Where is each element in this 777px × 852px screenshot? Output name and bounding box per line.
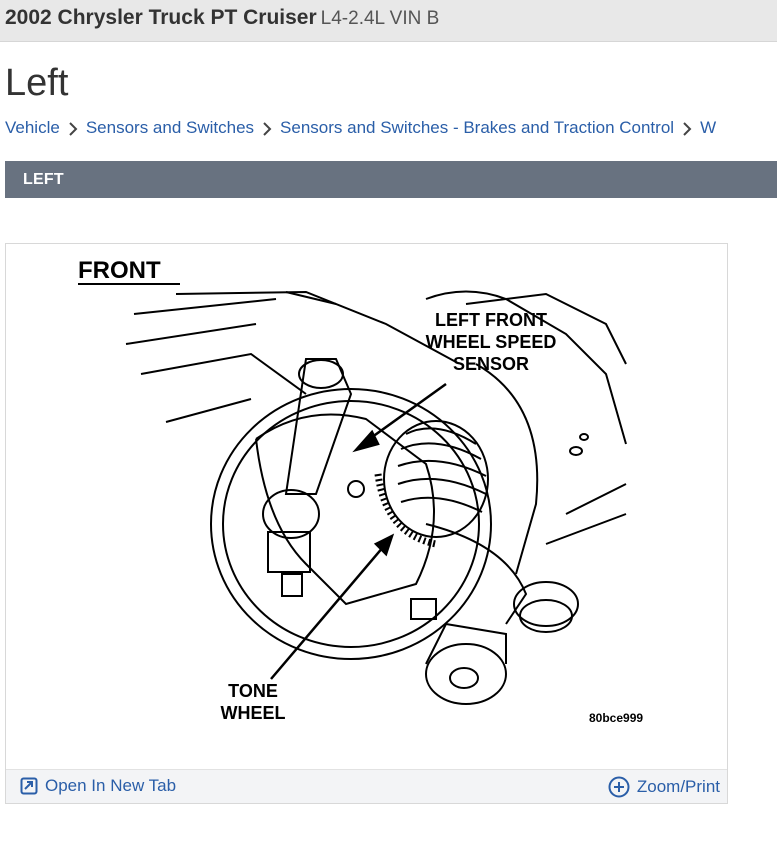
open-in-new-tab-button[interactable]: Open In New Tab <box>20 776 176 796</box>
breadcrumb-sensors-switches[interactable]: Sensors and Switches <box>85 118 255 137</box>
zoom-print-label: Zoom/Print <box>636 777 720 796</box>
breadcrumb-brakes-traction[interactable]: Sensors and Switches - Brakes and Tracti… <box>280 118 675 137</box>
chevron-right-icon <box>60 118 86 138</box>
breadcrumb-truncated[interactable]: W <box>700 118 717 137</box>
callout-sensor-line1: LEFT FRONT <box>435 310 547 330</box>
section-label: LEFT <box>23 171 64 188</box>
breadcrumb: Vehicle Sensors and Switches Sensors and… <box>5 117 716 139</box>
zoom-plus-icon <box>608 776 630 798</box>
callout-sensor-line2: WHEEL SPEED <box>426 332 557 352</box>
wheel-speed-sensor-diagram[interactable]: FRONT <box>6 244 727 769</box>
section-header: LEFT <box>5 161 777 198</box>
open-in-new-tab-label: Open In New Tab <box>45 776 177 795</box>
figure-card: FRONT <box>5 243 728 804</box>
vehicle-engine: L4-2.4L VIN B <box>320 8 440 29</box>
open-in-new-tab-icon <box>20 777 38 795</box>
callout-tone-line1: TONE <box>228 681 278 701</box>
diagram-heading: FRONT <box>78 257 161 284</box>
breadcrumb-vehicle[interactable]: Vehicle <box>5 118 60 137</box>
callout-sensor-line3: SENSOR <box>453 354 529 374</box>
callout-tone-line2: WHEEL <box>221 703 286 723</box>
vehicle-name: 2002 Chrysler Truck PT Cruiser <box>5 6 317 29</box>
figure-footer: Open In New Tab Zoom/Print <box>6 769 727 803</box>
figure-code: 80bce999 <box>589 711 643 725</box>
zoom-print-button[interactable]: Zoom/Print <box>608 776 720 798</box>
chevron-right-icon <box>674 118 700 138</box>
chevron-right-icon <box>254 118 280 138</box>
page-title: Left <box>5 62 69 104</box>
